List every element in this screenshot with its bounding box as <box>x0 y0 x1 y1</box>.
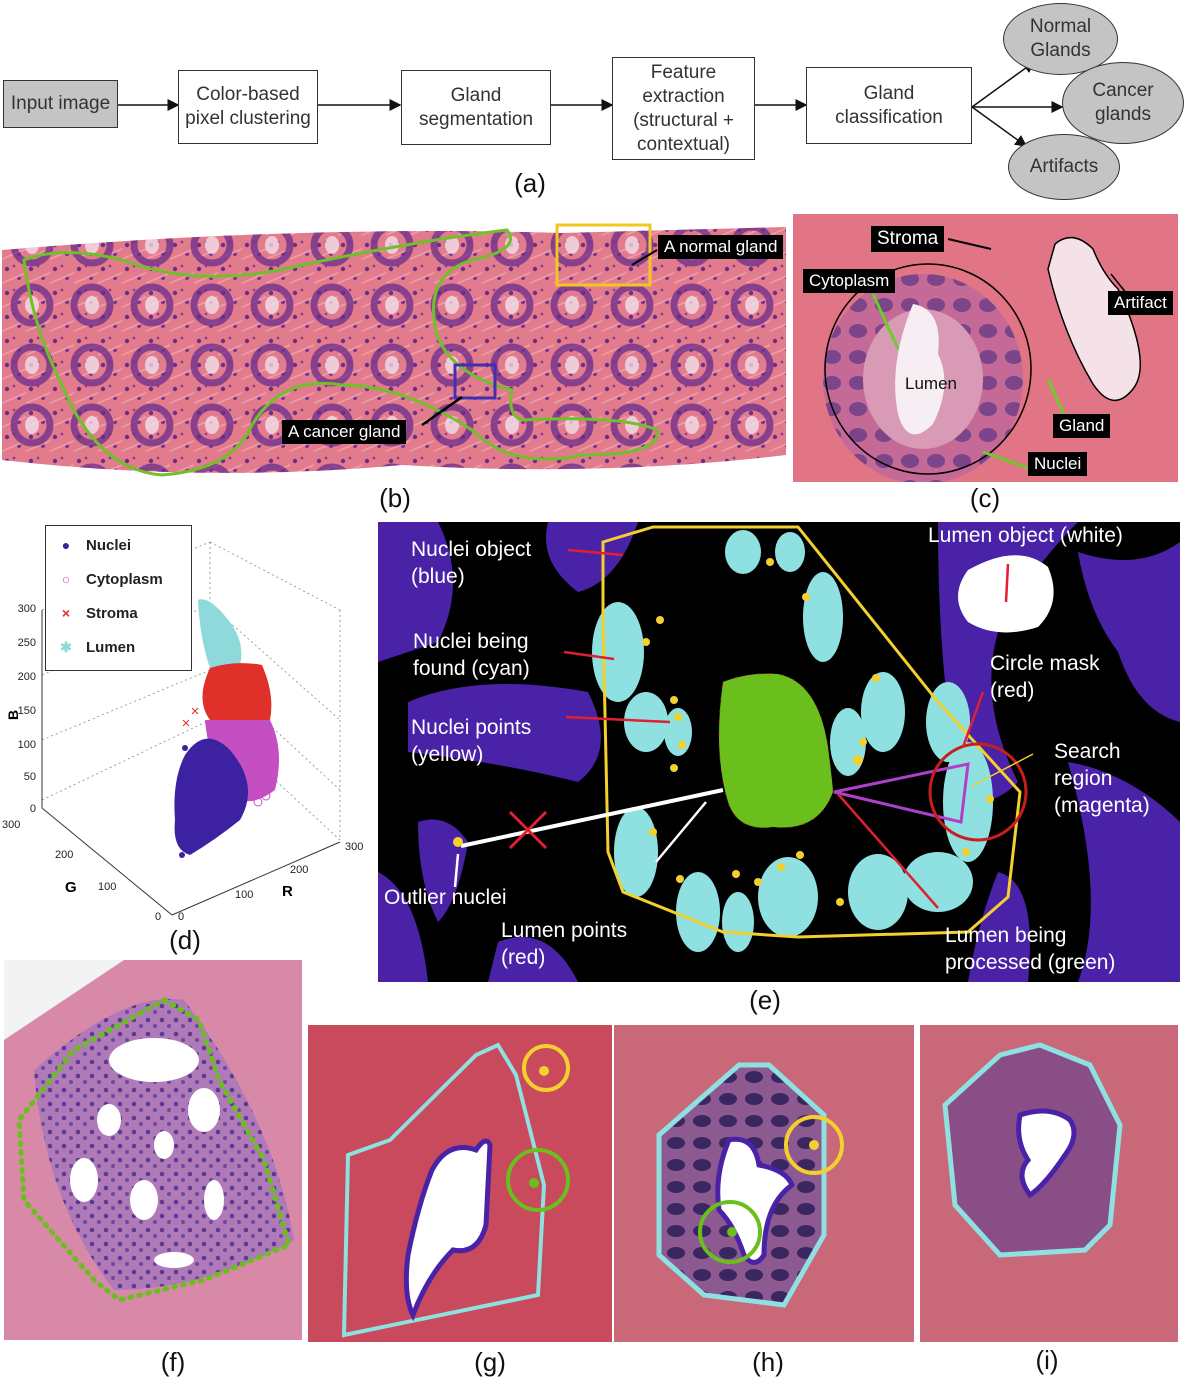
scatter-legend: ●Nuclei ○Cytoplasm ×Stroma ✱Lumen <box>45 525 192 671</box>
panel-f-gland-cluster <box>4 960 302 1340</box>
panel-label-b: (b) <box>379 483 411 513</box>
output-artifacts: Artifacts <box>1008 134 1120 200</box>
lumen-detail-image-2 <box>656 1062 844 1308</box>
svg-text:200: 200 <box>290 864 308 876</box>
label-outlier-nuclei: Outlier nuclei <box>384 886 507 909</box>
svg-text:250: 250 <box>18 637 36 649</box>
panel-label-h: (h) <box>752 1347 784 1377</box>
panel-c-gland-anatomy: Stroma Cytoplasm Lumen Artifact Gland Nu… <box>793 214 1178 482</box>
x-marker-icon: × <box>61 605 71 621</box>
panel-h-lumen-detail <box>614 1025 914 1342</box>
label-nuclei-points: Nuclei points(yellow) <box>411 716 532 766</box>
panel-g-lumen-detail <box>308 1025 612 1342</box>
panel-label-g: (g) <box>474 1347 506 1377</box>
svg-text:100: 100 <box>98 881 116 893</box>
label-lumen-points: Lumen points(red) <box>501 919 628 969</box>
panel-label-d: (d) <box>169 925 201 955</box>
output-normal-glands: Normal Glands <box>1003 3 1118 75</box>
svg-text:100: 100 <box>235 889 253 901</box>
svg-text:150: 150 <box>18 705 36 717</box>
svg-text:100: 100 <box>18 739 36 751</box>
step-feature-extraction: Feature extraction (structural + context… <box>612 57 755 160</box>
panel-label-e: (e) <box>749 985 781 1015</box>
svg-text:300: 300 <box>2 819 20 831</box>
svg-text:G: G <box>65 879 77 896</box>
svg-text:B: B <box>5 710 21 720</box>
svg-text:0: 0 <box>30 803 36 815</box>
step-color-clustering: Color-based pixel clustering <box>178 70 318 144</box>
annotation-gland: Gland <box>1053 414 1111 438</box>
panel-b-tissue-overview: A normal gland A cancer gland <box>2 215 786 485</box>
panel-d-rgb-scatter: 300 250 200 150 100 50 0 B 300 200 100 0 0 100 200… <box>0 520 375 925</box>
gland-anatomy-image <box>823 236 1142 482</box>
segmentation-illustration <box>378 522 1180 982</box>
panel-label-i: (i) <box>1035 1345 1059 1375</box>
label-nuclei-object: Nuclei object(blue) <box>411 538 532 588</box>
legend-stroma: ×Stroma <box>46 596 191 630</box>
legend-cytoplasm: ○Cytoplasm <box>46 562 191 596</box>
annotation-normal-gland: A normal gland <box>658 235 784 259</box>
svg-text:0: 0 <box>155 911 161 923</box>
svg-text:200: 200 <box>55 849 73 861</box>
svg-text:300: 300 <box>18 603 36 615</box>
svg-text:200: 200 <box>18 671 36 683</box>
asterisk-marker-icon: ✱ <box>60 638 72 655</box>
step-input-image: Input image <box>3 80 118 128</box>
tissue-overview-image <box>2 223 786 477</box>
label-circle-mask: Circle mask(red) <box>990 652 1100 702</box>
cancer-gland-box <box>453 363 497 400</box>
lumen-detail-image <box>308 1025 612 1342</box>
annotation-cytoplasm: Cytoplasm <box>803 269 896 293</box>
filled-circle-marker-icon: ● <box>61 537 71 553</box>
open-circle-marker-icon: ○ <box>61 571 71 587</box>
annotation-cancer-gland: A cancer gland <box>282 420 407 444</box>
lumen-detail-image-3 <box>942 1042 1123 1258</box>
output-cancer-glands: Cancer glands <box>1062 62 1184 144</box>
step-gland-classification: Gland classification <box>806 67 972 144</box>
svg-text:0: 0 <box>178 911 184 923</box>
scatter-plot: 300 250 200 150 100 50 0 B 300 200 100 0 0 100 200… <box>2 541 363 923</box>
annotation-stroma: Stroma <box>871 226 945 252</box>
svg-text:50: 50 <box>24 771 36 783</box>
panel-label-a: (a) <box>514 168 546 198</box>
annotation-artifact: Artifact <box>1108 291 1173 315</box>
step-gland-segmentation: Gland segmentation <box>401 70 551 145</box>
panel-label-f: (f) <box>160 1347 186 1377</box>
annotation-nuclei: Nuclei <box>1028 452 1088 476</box>
annotation-lumen: Lumen <box>905 374 957 393</box>
panel-label-c: (c) <box>969 483 1001 513</box>
gland-cluster-image <box>4 960 294 1303</box>
legend-nuclei: ●Nuclei <box>46 528 191 562</box>
legend-lumen: ✱Lumen <box>46 630 191 664</box>
panel-i-lumen-detail <box>920 1025 1178 1342</box>
label-lumen-object: Lumen object (white) <box>928 524 1123 547</box>
svg-text:R: R <box>282 883 293 900</box>
svg-text:300: 300 <box>345 841 363 853</box>
